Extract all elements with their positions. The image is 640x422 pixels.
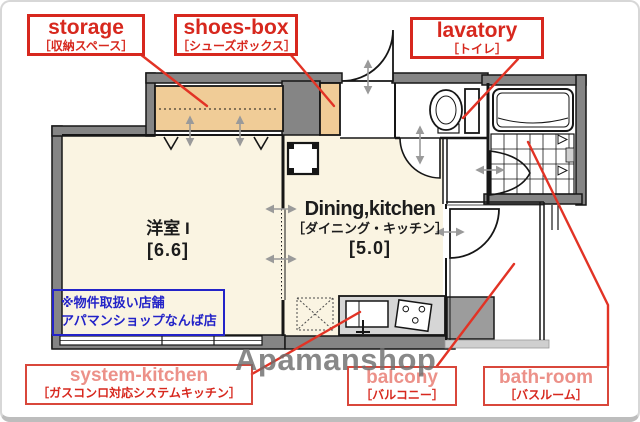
closet-door-marks — [163, 136, 269, 151]
stove-icon — [394, 299, 433, 333]
column — [286, 141, 320, 176]
interior-walls — [62, 83, 559, 340]
room-label-western-room: 洋室 I [6.6] — [90, 218, 246, 262]
refrigerator-outline — [296, 297, 334, 331]
callout-shoes-box: shoes-box ［シューズボックス］ — [174, 14, 298, 56]
callout-balcony-ja: ［バルコニー］ — [360, 388, 444, 402]
kitchen-sink-icon — [345, 300, 389, 328]
callout-bath-room: bath-room ［バスルーム］ — [483, 366, 609, 406]
western-room-size: [6.6] — [146, 240, 189, 260]
callout-lavatory: lavatory ［トイレ］ — [410, 17, 544, 59]
callout-system-kitchen-ja: ［ガスコンロ対応システムキッチン］ — [37, 386, 241, 400]
callout-lavatory-ja: ［トイレ］ — [446, 42, 507, 56]
western-room-name: 洋室 I — [146, 219, 190, 238]
store-notice-box: ※物件取扱い店舗 アパマンショップなんば店 — [52, 289, 225, 336]
callout-balcony-en: balcony — [366, 367, 438, 388]
room-label-dining-kitchen: Dining,kitchen ［ダイニング・キッチン］ [5.0] — [286, 198, 454, 260]
callout-bath-room-en: bath-room — [499, 367, 593, 388]
direction-arrows — [185, 59, 505, 264]
dining-kitchen-name-ja: ［ダイニング・キッチン］ — [291, 221, 448, 236]
window — [59, 335, 263, 346]
shoes-box-cabinet — [319, 82, 341, 136]
leader-lines — [138, 52, 610, 376]
callout-balcony: balcony ［バルコニー］ — [347, 366, 457, 406]
callout-shoes-box-ja: ［シューズボックス］ — [177, 39, 297, 53]
floor-plan — [51, 29, 610, 376]
store-notice-line2: アパマンショップなんば店 — [61, 313, 217, 328]
toilet-icon — [429, 88, 480, 134]
balcony-door — [449, 208, 500, 259]
dining-kitchen-size: [5.0] — [348, 238, 391, 258]
watermark: Apamanshop — [235, 342, 437, 377]
callout-system-kitchen-en: system-kitchen — [69, 365, 209, 386]
callout-shoes-box-en: shoes-box — [183, 16, 289, 39]
callout-storage-ja: ［収納スペース］ — [38, 39, 134, 53]
entrance-door — [341, 29, 394, 82]
kitchen-counter — [338, 295, 446, 336]
callout-storage: storage ［収納スペース］ — [27, 14, 145, 56]
storage-closet — [154, 85, 284, 132]
callout-bath-room-ja: ［バスルーム］ — [504, 388, 588, 402]
callout-system-kitchen: system-kitchen ［ガスコンロ対応システムキッチン］ — [25, 364, 253, 405]
dining-kitchen-name: Dining,kitchen — [304, 198, 436, 220]
bathtub-icon — [492, 88, 574, 132]
store-notice-line1: ※物件取扱い店舗 — [61, 295, 165, 310]
callout-storage-en: storage — [48, 16, 124, 39]
callout-lavatory-en: lavatory — [436, 19, 518, 42]
